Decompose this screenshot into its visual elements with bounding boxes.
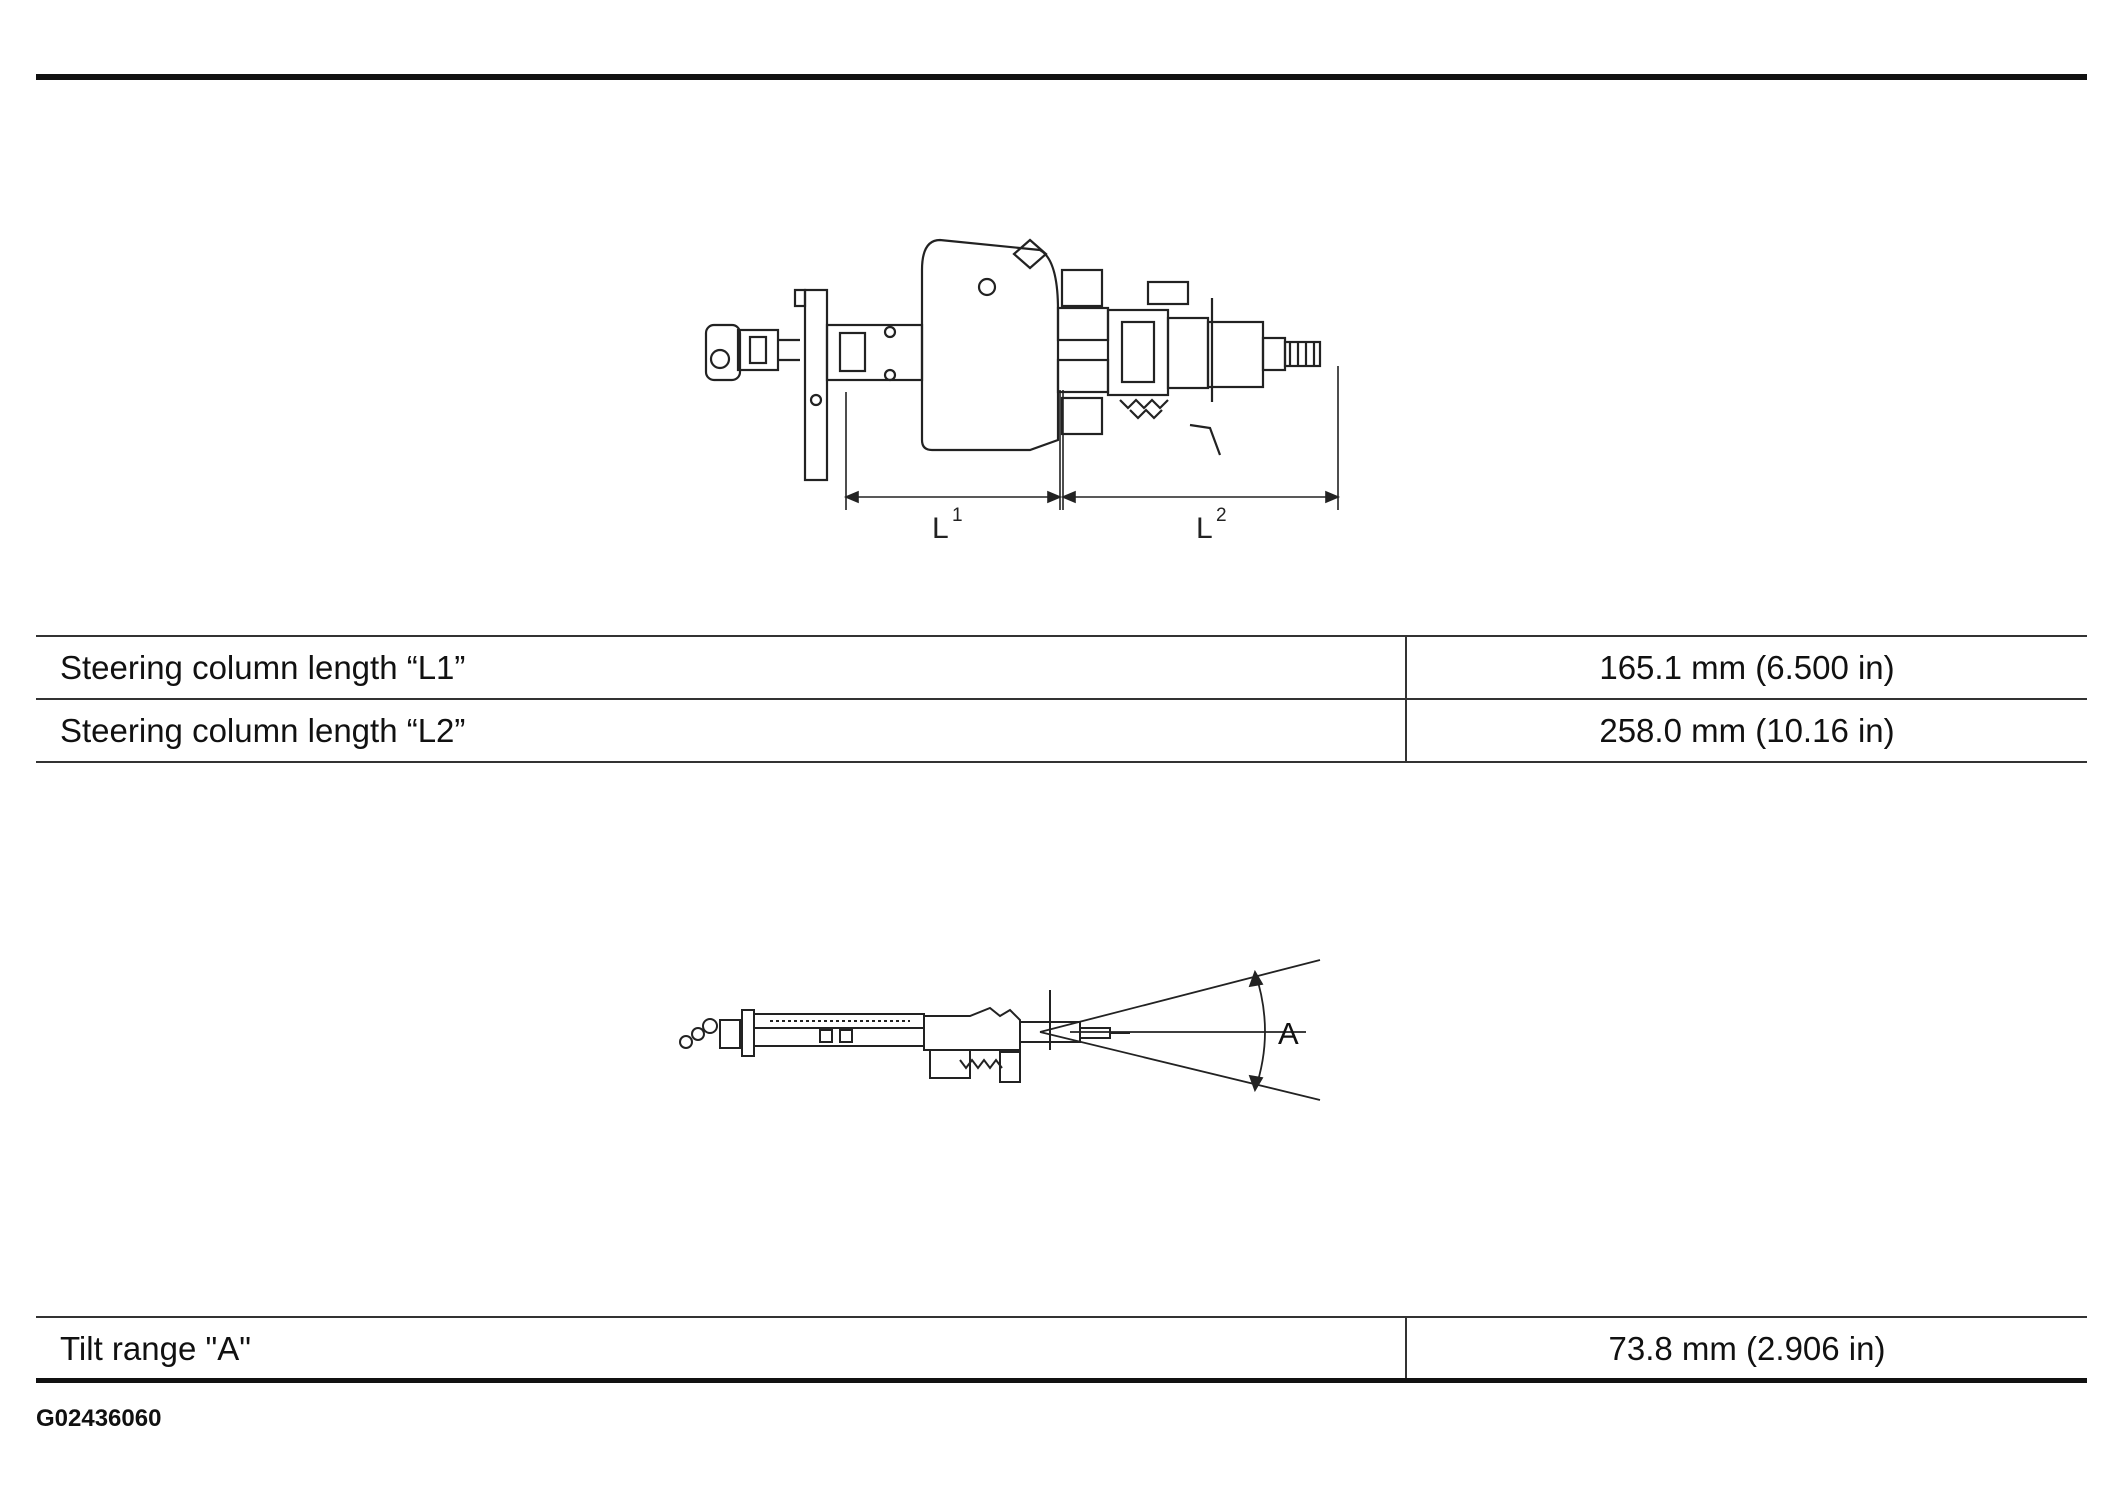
spec-label: Steering column length “L2” bbox=[36, 699, 1407, 763]
spec-value: 258.0 mm (10.16 in) bbox=[1406, 699, 2087, 763]
upper-shaft bbox=[1206, 298, 1322, 402]
top-rule bbox=[36, 74, 2087, 80]
dim-label-l2-sup: 2 bbox=[1216, 505, 1227, 526]
tilt-lock-mechanism bbox=[1056, 268, 1222, 456]
dim-label-l1-sup: 1 bbox=[952, 505, 963, 526]
dimension-lines bbox=[843, 366, 1341, 510]
universal-joint bbox=[704, 323, 800, 382]
column-length-table: Steering column length “L1” 165.1 mm (6.… bbox=[36, 635, 2087, 763]
angle-label-a: A bbox=[1278, 1016, 1299, 1051]
tilt-range-lines bbox=[1039, 959, 1321, 1101]
table-row: Steering column length “L1” 165.1 mm (6.… bbox=[36, 636, 2087, 700]
dim-label-l2-base: L bbox=[1196, 512, 1213, 545]
spec-value: 73.8 mm (2.906 in) bbox=[1608, 1330, 1886, 1367]
mounting-bracket bbox=[793, 288, 829, 482]
table-row: Tilt range "A" 73.8 mm (2.906 in) bbox=[36, 1317, 2087, 1380]
dim-label-l1-base: L bbox=[932, 512, 949, 545]
steering-column-diagram: L 1 L 2 bbox=[690, 230, 1390, 560]
tilt-range-table: Tilt range "A" 73.8 mm (2.906 in) bbox=[36, 1316, 2087, 1380]
column-side-view bbox=[679, 990, 1130, 1083]
spec-value: 165.1 mm (6.500 in) bbox=[1406, 636, 2087, 700]
tilt-range-diagram: A bbox=[670, 950, 1350, 1120]
spec-label: Tilt range "A" bbox=[36, 1317, 1407, 1380]
table-row: Steering column length “L2” 258.0 mm (10… bbox=[36, 699, 2087, 763]
column-tube bbox=[825, 323, 924, 382]
column-housing bbox=[920, 238, 1060, 452]
figure-id: G02436060 bbox=[36, 1405, 162, 1432]
bottom-rule bbox=[36, 1378, 2087, 1383]
spec-label: Steering column length “L1” bbox=[36, 636, 1407, 700]
